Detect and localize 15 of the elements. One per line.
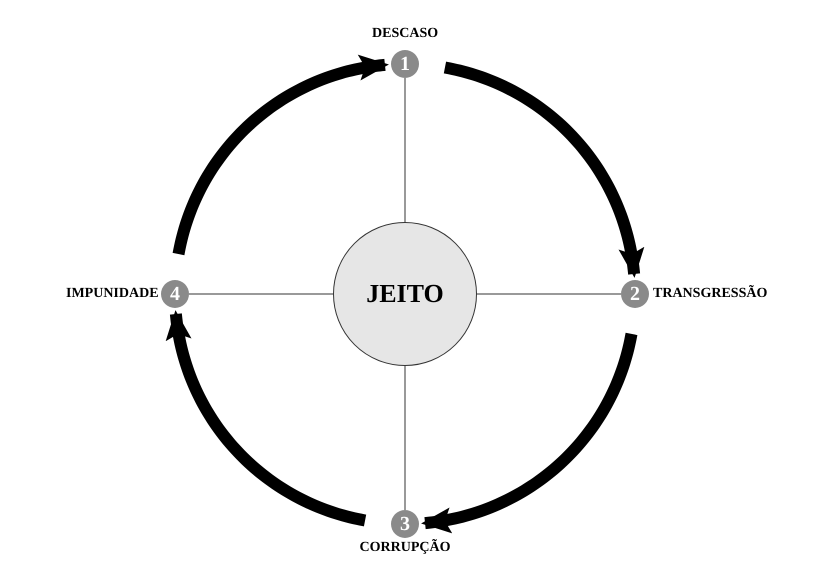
step-number: 1 bbox=[400, 54, 410, 74]
step-label: CORRUPÇÃO bbox=[360, 540, 450, 556]
connector-line bbox=[404, 366, 406, 510]
step-number: 4 bbox=[170, 284, 180, 304]
number-circle bbox=[621, 280, 649, 308]
step-number: 3 bbox=[400, 514, 410, 534]
step-number: 2 bbox=[630, 284, 640, 304]
number-circle bbox=[391, 50, 419, 78]
number-circle bbox=[391, 510, 419, 538]
center-label: JEITO bbox=[366, 279, 444, 309]
step-label: IMPUNIDADE bbox=[66, 286, 159, 302]
connector-line bbox=[404, 78, 406, 222]
step-label: TRANSGRESSÃO bbox=[653, 286, 768, 302]
number-circle bbox=[161, 280, 189, 308]
step-label: DESCASO bbox=[372, 26, 438, 42]
